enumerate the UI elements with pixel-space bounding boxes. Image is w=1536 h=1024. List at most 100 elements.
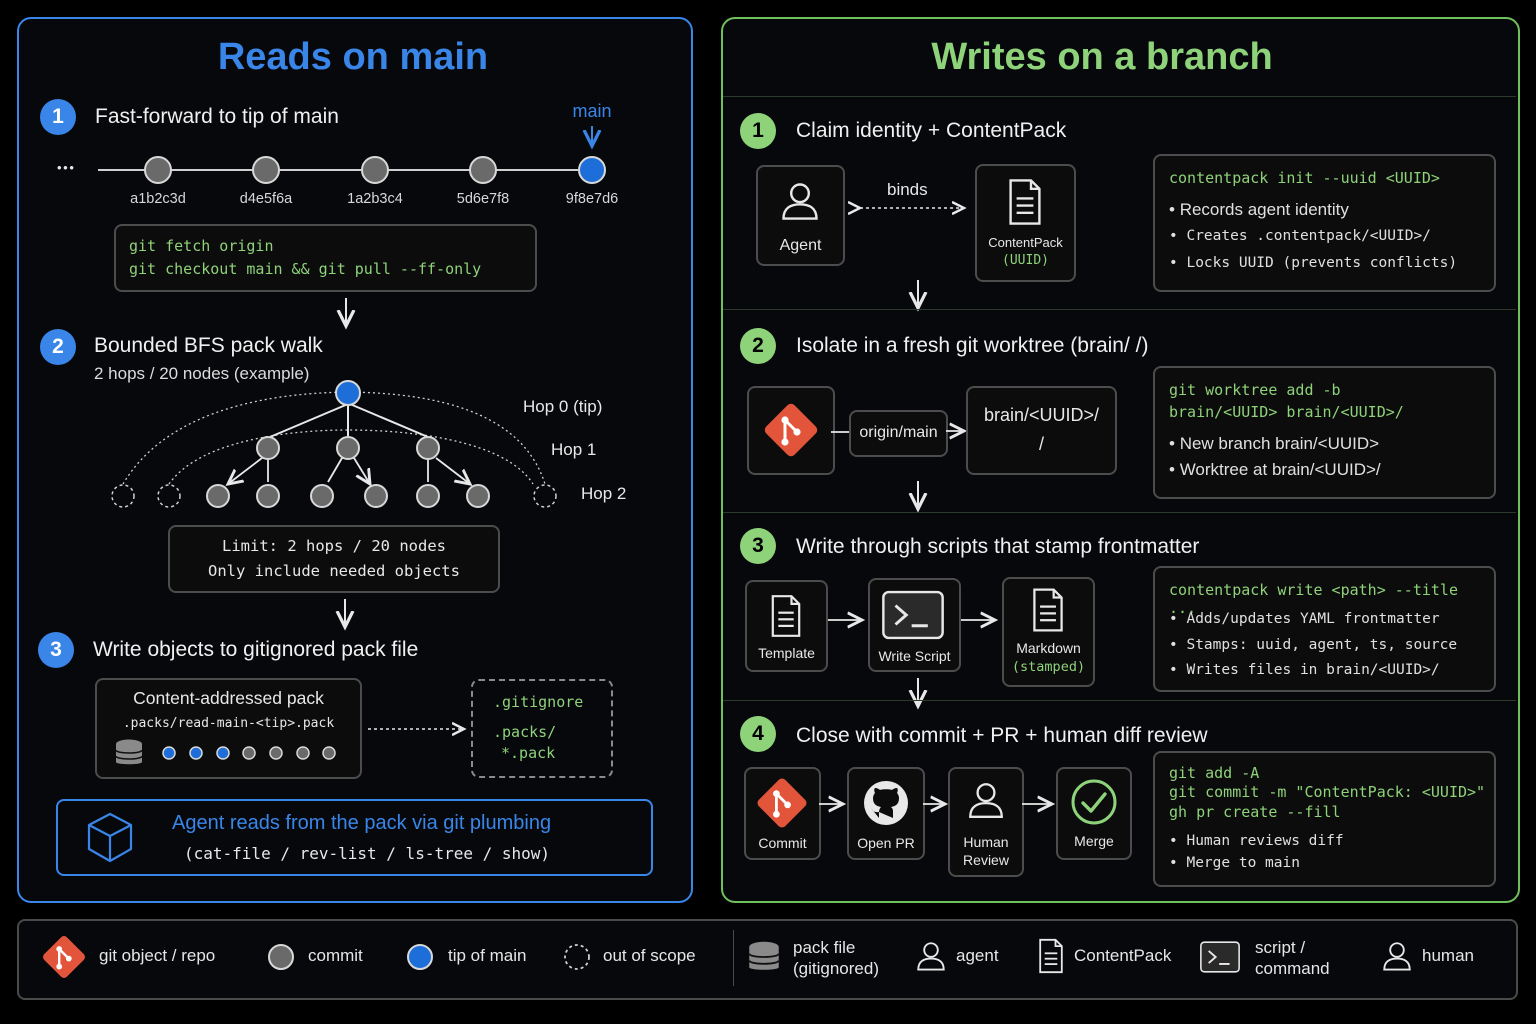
hop-label: Hop 0 (tip) [523, 397, 603, 416]
binds-label: binds [887, 180, 928, 199]
reads-title: Reads on main [217, 36, 489, 78]
commit-icon [268, 944, 294, 970]
brain-worktree-box: brain/<UUID>/ / [966, 386, 1117, 475]
brain-path: / [1038, 434, 1044, 454]
right-arrow [961, 610, 1003, 630]
dashed-arrow [368, 719, 474, 739]
stamped-label: (stamped) [1011, 659, 1086, 675]
write-script-label: Write Script [878, 648, 951, 664]
database-icon [748, 940, 780, 971]
uuid-label: (UUID) [1002, 253, 1049, 268]
hop2-node [206, 484, 230, 508]
bullet-text: Worktree at brain/<UUID>/ [1179, 460, 1381, 479]
code-line: git checkout main && git pull --ff-only [129, 260, 482, 278]
bullet-text: Merge to main [1186, 855, 1300, 871]
merge-box: Merge [1056, 767, 1132, 860]
hop-label: Hop 1 [551, 440, 597, 459]
commit-hash: 5d6e7f8 [456, 191, 510, 207]
hop-label: Hop 2 [581, 484, 627, 503]
step-title: Write through scripts that stamp frontma… [796, 535, 1200, 558]
bullet: • Merge to main [1169, 855, 1300, 871]
bullet: • Human reviews diff [1169, 833, 1344, 849]
right-arrow [828, 610, 870, 630]
pack-contents [115, 738, 336, 766]
bullet: • Adds/updates YAML frontmatter [1169, 611, 1440, 627]
gitignore-line: .packs/ [493, 723, 557, 741]
divider [723, 512, 1516, 513]
origin-main-box: origin/main [849, 410, 948, 457]
step-title: Claim identity + ContentPack [796, 119, 1067, 142]
gitignore-box: .gitignore .packs/ *.pack [471, 679, 613, 778]
right-arrow [1022, 794, 1060, 814]
commit-hash: 1a2b3c4 [347, 191, 403, 207]
hop1-node [256, 436, 280, 460]
legend-contentpack: ContentPack [1074, 946, 1172, 965]
gitignore-line: *.pack [501, 744, 556, 762]
cube-icon [87, 812, 133, 863]
code-line: brain/<UUID> brain/<UUID>/ [1169, 403, 1404, 421]
code-line: gh pr create --fill [1169, 803, 1341, 821]
template-label: Template [758, 645, 815, 661]
commit-code-box: git add -A git commit -m "ContentPack: <… [1153, 751, 1496, 887]
step-number: 3 [740, 528, 776, 564]
markdown-label: Markdown [1016, 640, 1081, 656]
bullet: • New branch brain/<UUID> [1169, 434, 1380, 453]
bullet: • Locks UUID (prevents conflicts) [1169, 255, 1458, 271]
github-icon [864, 781, 908, 825]
contentpack-box: ContentPack (UUID) [975, 164, 1076, 282]
hop2-node [364, 484, 388, 508]
agent-reads-banner: Agent reads from the pack via git plumbi… [56, 799, 653, 876]
bullet-text: Writes files in brain/<UUID>/ [1186, 662, 1440, 678]
down-arrow [908, 280, 928, 318]
commit-node [361, 156, 389, 184]
legend-script: script / [1255, 938, 1306, 957]
legend-script: command [1255, 959, 1330, 978]
bullet-text: Adds/updates YAML frontmatter [1186, 611, 1440, 627]
check-icon [1071, 779, 1117, 825]
template-box: Template [745, 580, 828, 672]
human-review-box: Human Review [948, 767, 1024, 877]
tip-node [578, 156, 606, 184]
git-repo-box [747, 386, 835, 475]
git-icon [761, 400, 821, 460]
origin-main-label: origin/main [859, 424, 938, 441]
document-icon [1033, 588, 1063, 632]
out-of-scope-node [111, 484, 135, 508]
step-number: 4 [740, 716, 776, 752]
legend-out-of-scope: out of scope [603, 946, 696, 965]
step-title: Bounded BFS pack walk [94, 334, 323, 357]
limit-line: Limit: 2 hops / 20 nodes [222, 537, 446, 555]
banner-subtitle: (cat-file / rev-list / ls-tree / show) [184, 844, 551, 863]
legend-tip: tip of main [448, 946, 527, 965]
write-script-box: Write Script [868, 578, 961, 672]
legend-human: human [1422, 946, 1474, 965]
worktree-code-box: git worktree add -b brain/<UUID> brain/<… [1153, 366, 1496, 499]
agent-icon [782, 183, 818, 220]
binds-arrow [848, 198, 978, 218]
step-subtitle: 2 hops / 20 nodes (example) [94, 364, 310, 383]
commit-node [469, 156, 497, 184]
step-title: Fast-forward to tip of main [95, 105, 339, 128]
legend-commit: commit [308, 946, 363, 965]
code-line: contentpack init --uuid <UUID> [1169, 169, 1440, 187]
out-of-scope-node [533, 484, 557, 508]
commit-hash: a1b2c3d [130, 191, 186, 207]
step-number: 2 [740, 328, 776, 364]
git-icon [40, 933, 88, 981]
step-title: Write objects to gitignored pack file [93, 638, 419, 661]
step-number: 2 [40, 329, 76, 365]
legend-pack-file: (gitignored) [793, 959, 879, 978]
right-arrow [819, 794, 851, 814]
hop1-node [416, 436, 440, 460]
document-icon [1009, 179, 1041, 225]
fetch-code-box: git fetch origin git checkout main && gi… [114, 224, 537, 292]
bullet-text: Creates .contentpack/<UUID>/ [1186, 228, 1431, 244]
legend-pack-file: pack file [793, 938, 856, 957]
step-number: 1 [40, 99, 76, 135]
ellipsis: • • • [57, 160, 74, 175]
legend-divider [733, 930, 734, 986]
human-icon [969, 783, 1003, 818]
step-number: 1 [740, 113, 776, 149]
code-line: contentpack write <path> --title ... [1169, 581, 1458, 617]
out-of-scope-icon [564, 944, 590, 970]
